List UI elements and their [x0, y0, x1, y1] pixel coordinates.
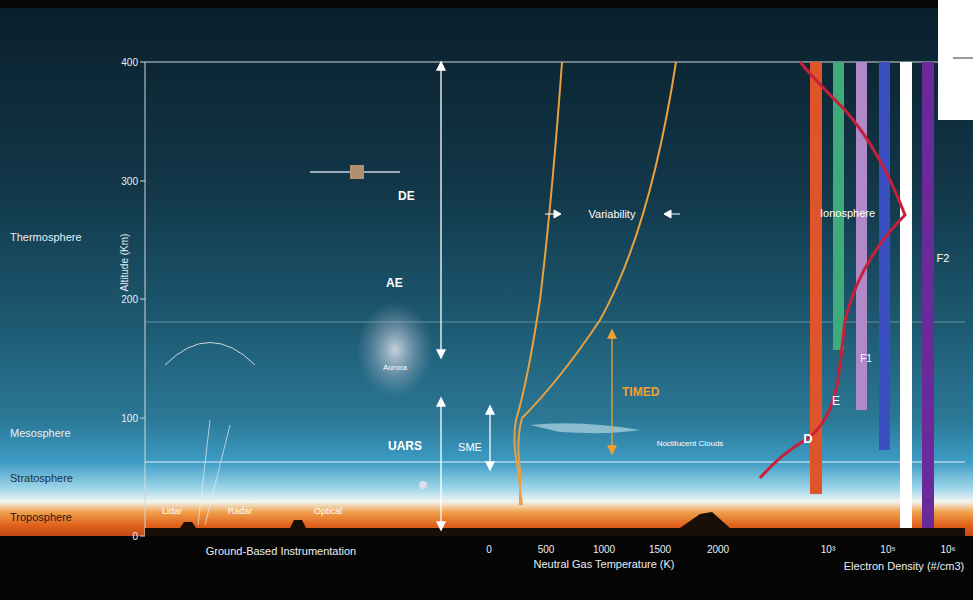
layer-name: Troposphere	[10, 511, 72, 523]
axis-tick: 100	[121, 413, 138, 424]
layer-name: Thermosphere	[10, 231, 82, 243]
instrument-label: Lidar	[162, 507, 182, 517]
axis-tick: 0	[132, 531, 138, 542]
mission-name: DE	[398, 190, 415, 203]
mission-name: UARS	[388, 440, 422, 453]
phenomenon-label: Aurora	[383, 364, 407, 373]
axis-title: Altitude (Km)	[119, 233, 130, 291]
axis-title: Electron Density (#/cm3)	[844, 560, 964, 572]
axis-tick: 2000	[707, 544, 729, 555]
ionosphere-bars	[810, 62, 934, 528]
meteor-trail	[165, 343, 255, 366]
axis-tick: 300	[121, 176, 138, 187]
ionosphere-label: Ionosphere	[820, 207, 875, 219]
axis-tick: 0	[486, 544, 492, 555]
temperature-curves	[514, 62, 676, 505]
axis-tick: 1000	[593, 544, 615, 555]
layer-label: F2	[937, 252, 950, 264]
variability-label: Variability	[589, 208, 636, 220]
mission-name: TIMED	[622, 386, 659, 399]
axis-title: Neutral Gas Temperature (K)	[533, 558, 674, 570]
electron-density-curve	[760, 62, 905, 478]
layer-name: Mesosphere	[10, 427, 71, 439]
mission-name: AE	[386, 277, 403, 290]
aurora-glow	[357, 302, 433, 398]
instrument-label: Optical	[314, 507, 342, 517]
axis-title: Ground-Based Instrumentation	[206, 545, 356, 557]
phenomenon-label: Noctilucent Clouds	[657, 440, 724, 449]
axis-tick: 10⁵	[880, 544, 895, 555]
axis-tick: 1500	[649, 544, 671, 555]
satellite-icon	[310, 165, 400, 179]
layer-label: D	[803, 432, 812, 446]
axis-tick: 200	[121, 294, 138, 305]
axis-tick: 500	[538, 544, 555, 555]
axis-tick: 10³	[821, 544, 835, 555]
axis-tick: 400	[121, 57, 138, 68]
instrument-label: Radar	[228, 507, 253, 517]
layer-label: F1	[860, 353, 872, 364]
layer-name: Stratosphere	[10, 472, 73, 484]
layer-label: E	[832, 395, 840, 408]
axis-tick: 10⁶	[940, 544, 955, 555]
mission-name: SME	[458, 441, 482, 453]
